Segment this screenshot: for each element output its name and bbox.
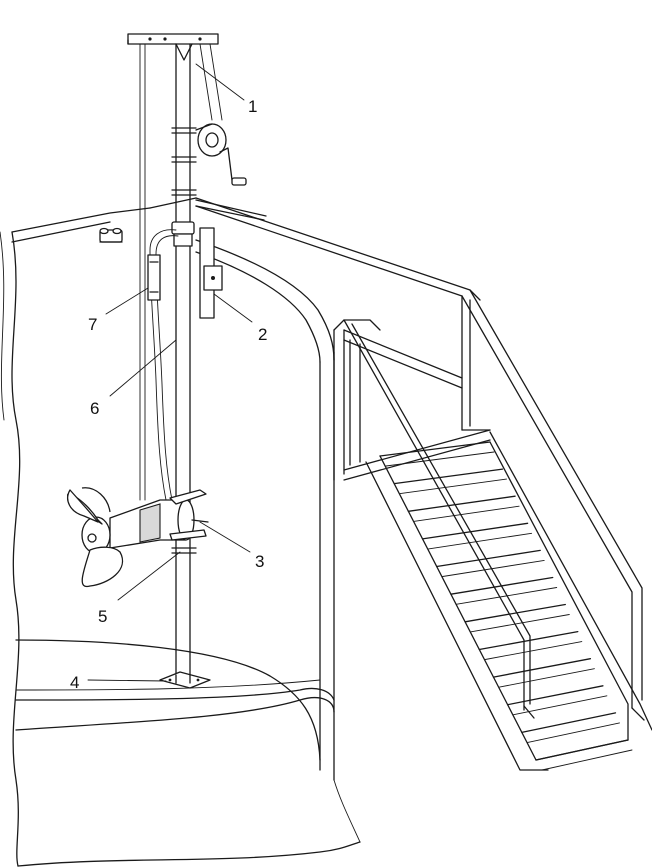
callout-2: 2 (258, 325, 267, 344)
walkway-handrail (149, 197, 643, 709)
callout-5: 5 (98, 607, 107, 626)
mast-base-plate (159, 671, 211, 689)
winch (195, 123, 267, 221)
callout-7: 7 (88, 315, 97, 334)
submersible-mixer (67, 487, 209, 588)
leader-lines (87, 63, 253, 682)
callout-3: 3 (255, 552, 264, 571)
power-cable (147, 229, 179, 501)
callout-4: 4 (70, 673, 79, 692)
callout-1: 1 (248, 97, 257, 116)
mast (127, 33, 223, 689)
tank (0, 207, 361, 867)
stairs (343, 319, 652, 771)
callout-6: 6 (90, 399, 99, 418)
rim-fitting (99, 227, 123, 243)
callout-labels: 1 2 3 4 5 6 7 (70, 97, 267, 692)
mast-clamp (171, 127, 197, 196)
wall-bracket (199, 227, 223, 319)
